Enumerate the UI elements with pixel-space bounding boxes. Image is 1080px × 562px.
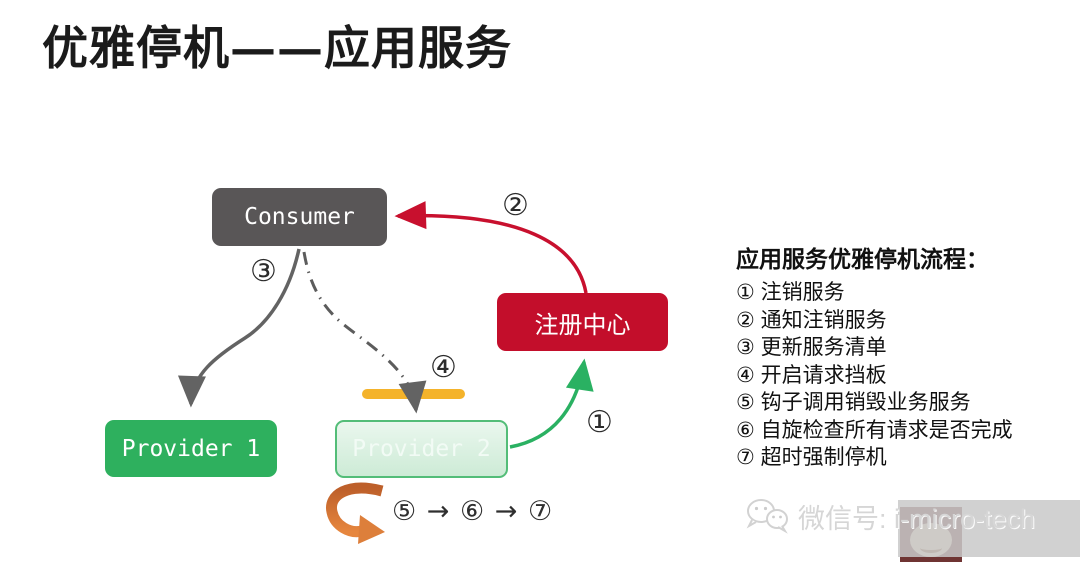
page-title: 优雅停机——应用服务 [42, 21, 512, 75]
step-1-label: ① [586, 405, 613, 440]
wechat-icon [746, 499, 788, 534]
consumer-node: Consumer [212, 188, 387, 246]
provider1-label: Provider 1 [121, 435, 261, 462]
consumer-label: Consumer [244, 204, 355, 230]
destroy-loop-arrowhead [358, 515, 385, 544]
step-4-label: ④ [430, 350, 457, 385]
provider2-node: Provider 2 [335, 420, 508, 478]
edge-update-list-arrow [177, 248, 301, 408]
legend-header: 应用服务优雅停机流程： [736, 246, 989, 272]
edge-notify-unregister-arrow [394, 201, 588, 294]
legend-item: ① 注销服务 [736, 281, 845, 304]
edge-blocked-request-dashdot [302, 251, 414, 393]
loop-sequence-label: ⑤ → ⑥ → ⑦ [392, 496, 554, 527]
legend-item: ② 通知注销服务 [736, 308, 887, 332]
legend-item: ⑤ 钩子调用销毁业务服务 [736, 391, 971, 414]
legend-item: ⑥ 自旋检查所有请求是否完成 [736, 418, 1013, 442]
step-2-label: ② [502, 188, 529, 223]
legend-item: ③ 更新服务清单 [736, 336, 887, 359]
destroy-loop-arrow [326, 482, 384, 538]
registry-node: 注册中心 [497, 293, 668, 351]
provider2-label: Provider 2 [352, 436, 491, 462]
step-3-label: ③ [250, 254, 277, 289]
provider1-node: Provider 1 [105, 420, 277, 477]
legend-item: ⑦ 超时强制停机 [736, 446, 887, 469]
edge-unregister-arrow [509, 358, 594, 449]
registry-label: 注册中心 [534, 310, 631, 339]
baffle-to-provider2-arrow [398, 380, 427, 414]
watermark-text: 微信号: i-micro-tech [798, 503, 1036, 534]
request-baffle-bar [362, 389, 465, 399]
corner-gray-overlay [898, 500, 1080, 557]
legend-panel: 应用服务优雅停机流程： ① 注销服务 ② 通知注销服务 ③ 更新服务清单 ④ 开… [736, 240, 1071, 472]
watermark: 微信号: i-micro-tech [744, 492, 1035, 540]
legend-item: ④ 开启请求挡板 [736, 363, 887, 387]
